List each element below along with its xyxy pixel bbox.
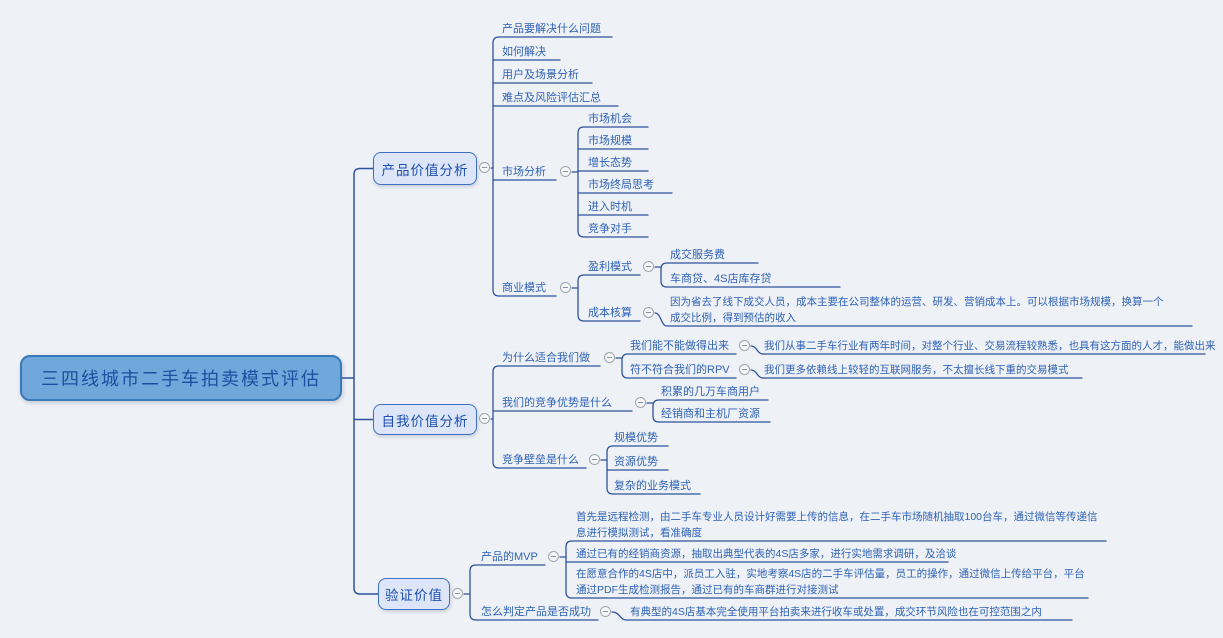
connector-path bbox=[492, 365, 500, 469]
node-cost-accounting-note[interactable]: 因为省去了线下成交人员，成本主要在公司整体的运营、研发、营销成本上。可以根据市场… bbox=[670, 296, 1164, 324]
node-self-value-analysis[interactable]: 自我价值分析 bbox=[373, 404, 477, 435]
collapse-minus-icon-self-value-analysis[interactable] bbox=[479, 413, 490, 424]
node-dealer-loan-4s-inventory-loan[interactable]: 车商贷、4S店库存贷 bbox=[670, 273, 772, 285]
node-cost-accounting[interactable]: 成本核算 bbox=[588, 307, 632, 319]
node-market-endgame-thinking[interactable]: 市场终局思考 bbox=[588, 179, 654, 191]
connector-path bbox=[611, 611, 1073, 621]
node-validate-value[interactable]: 验证价值 bbox=[378, 578, 450, 610]
collapse-minus-icon-our-competitive-advantage[interactable] bbox=[635, 397, 646, 408]
node-distributor-oem-resources[interactable]: 经销商和主机厂资源 bbox=[661, 408, 760, 420]
node-growth-trend[interactable]: 增长态势 bbox=[588, 157, 632, 169]
collapse-minus-icon-business-model[interactable] bbox=[560, 282, 571, 293]
node-our-competitive-advantage[interactable]: 我们的竞争优势是什么 bbox=[502, 397, 612, 409]
node-product-value-analysis[interactable]: 产品价值分析 bbox=[373, 152, 477, 185]
node-user-scene-analysis[interactable]: 用户及场景分析 bbox=[502, 69, 579, 81]
node-how-to-judge-success[interactable]: 怎么判定产品是否成功 bbox=[481, 606, 591, 618]
collapse-minus-icon-competitive-barrier[interactable] bbox=[589, 454, 600, 465]
node-mvp-note-remote-inspection[interactable]: 首先是远程检测，由二手车专业人员设计好需要上传的信息，在二手车市场随机抽取100… bbox=[576, 511, 1098, 539]
node-business-model[interactable]: 商业模式 bbox=[502, 282, 546, 294]
node-fit-our-rpv[interactable]: 符不符合我们的RPV bbox=[630, 364, 730, 376]
node-entry-timing[interactable]: 进入时机 bbox=[588, 201, 632, 213]
node-difficulty-risk-summary[interactable]: 难点及风险评估汇总 bbox=[502, 92, 601, 104]
node-mvp-note-dealer-research[interactable]: 通过已有的经销商资源，抽取出典型代表的4S店多家，进行实地需求调研，及洽谈 bbox=[576, 548, 957, 560]
node-resource-advantage[interactable]: 资源优势 bbox=[614, 456, 658, 468]
node-market-size[interactable]: 市场规模 bbox=[588, 135, 632, 147]
connector-path bbox=[492, 36, 500, 297]
node-root[interactable]: 三四线城市二手车拍卖模式评估 bbox=[20, 355, 342, 401]
node-profit-model[interactable]: 盈利模式 bbox=[588, 261, 632, 273]
collapse-minus-icon-market-analysis[interactable] bbox=[560, 166, 571, 177]
connector-path bbox=[750, 369, 1083, 379]
collapse-minus-icon-profit-model[interactable] bbox=[643, 261, 654, 272]
collapse-minus-icon-can-we-build-it[interactable] bbox=[739, 340, 750, 351]
collapse-minus-icon-product-value-analysis[interactable] bbox=[479, 162, 490, 173]
node-can-we-build-it-note[interactable]: 我们从事二手车行业有两年时间，对整个行业、交易流程较熟悉，也具有这方面的人才，能… bbox=[764, 340, 1216, 352]
node-why-suitable-for-us[interactable]: 为什么适合我们做 bbox=[502, 352, 590, 364]
node-accumulated-dealer-users[interactable]: 积累的几万车商用户 bbox=[661, 386, 760, 398]
collapse-minus-icon-cost-accounting[interactable] bbox=[643, 307, 654, 318]
connector-path bbox=[621, 353, 629, 379]
node-how-to-solve[interactable]: 如何解决 bbox=[502, 46, 546, 58]
collapse-minus-icon-product-mvp[interactable] bbox=[548, 551, 559, 562]
collapse-minus-icon-how-to-judge-success[interactable] bbox=[600, 606, 611, 617]
connector-path bbox=[353, 167, 361, 595]
connector-path bbox=[660, 262, 668, 288]
node-problem-to-solve[interactable]: 产品要解决什么问题 bbox=[502, 23, 601, 35]
node-scale-advantage[interactable]: 规模优势 bbox=[614, 432, 658, 444]
connector-path bbox=[654, 312, 1193, 327]
connector-path bbox=[577, 274, 585, 322]
connector-path bbox=[577, 126, 585, 238]
collapse-minus-icon-fit-our-rpv[interactable] bbox=[739, 364, 750, 375]
node-market-analysis[interactable]: 市场分析 bbox=[502, 166, 546, 178]
node-competitive-barrier[interactable]: 竞争壁垒是什么 bbox=[502, 454, 579, 466]
connector-path bbox=[750, 345, 1206, 355]
node-market-opportunity[interactable]: 市场机会 bbox=[588, 113, 632, 125]
node-judge-success-note[interactable]: 有典型的4S店基本完全使用平台拍卖来进行收车或处置，成交环节风险也在可控范围之内 bbox=[630, 606, 1042, 618]
node-transaction-service-fee[interactable]: 成交服务费 bbox=[670, 249, 725, 261]
collapse-minus-icon-validate-value[interactable] bbox=[452, 588, 463, 599]
node-can-we-build-it[interactable]: 我们能不能做得出来 bbox=[630, 340, 729, 352]
node-mvp-note-4s-pilot[interactable]: 在愿意合作的4S店中，派员工入驻，实地考察4S店的二手车评估量，员工的操作，通过… bbox=[576, 568, 1085, 596]
connector-path bbox=[652, 399, 660, 423]
node-competitors[interactable]: 竞争对手 bbox=[588, 223, 632, 235]
collapse-minus-icon-why-suitable-for-us[interactable] bbox=[604, 352, 615, 363]
node-complex-business-model[interactable]: 复杂的业务模式 bbox=[614, 480, 691, 492]
connector-path bbox=[469, 564, 477, 621]
node-product-mvp[interactable]: 产品的MVP bbox=[481, 551, 538, 563]
connector-path bbox=[565, 540, 573, 599]
node-fit-our-rpv-note[interactable]: 我们更多依赖线上较轻的互联网服务，不太擅长线下重的交易模式 bbox=[764, 364, 1069, 376]
